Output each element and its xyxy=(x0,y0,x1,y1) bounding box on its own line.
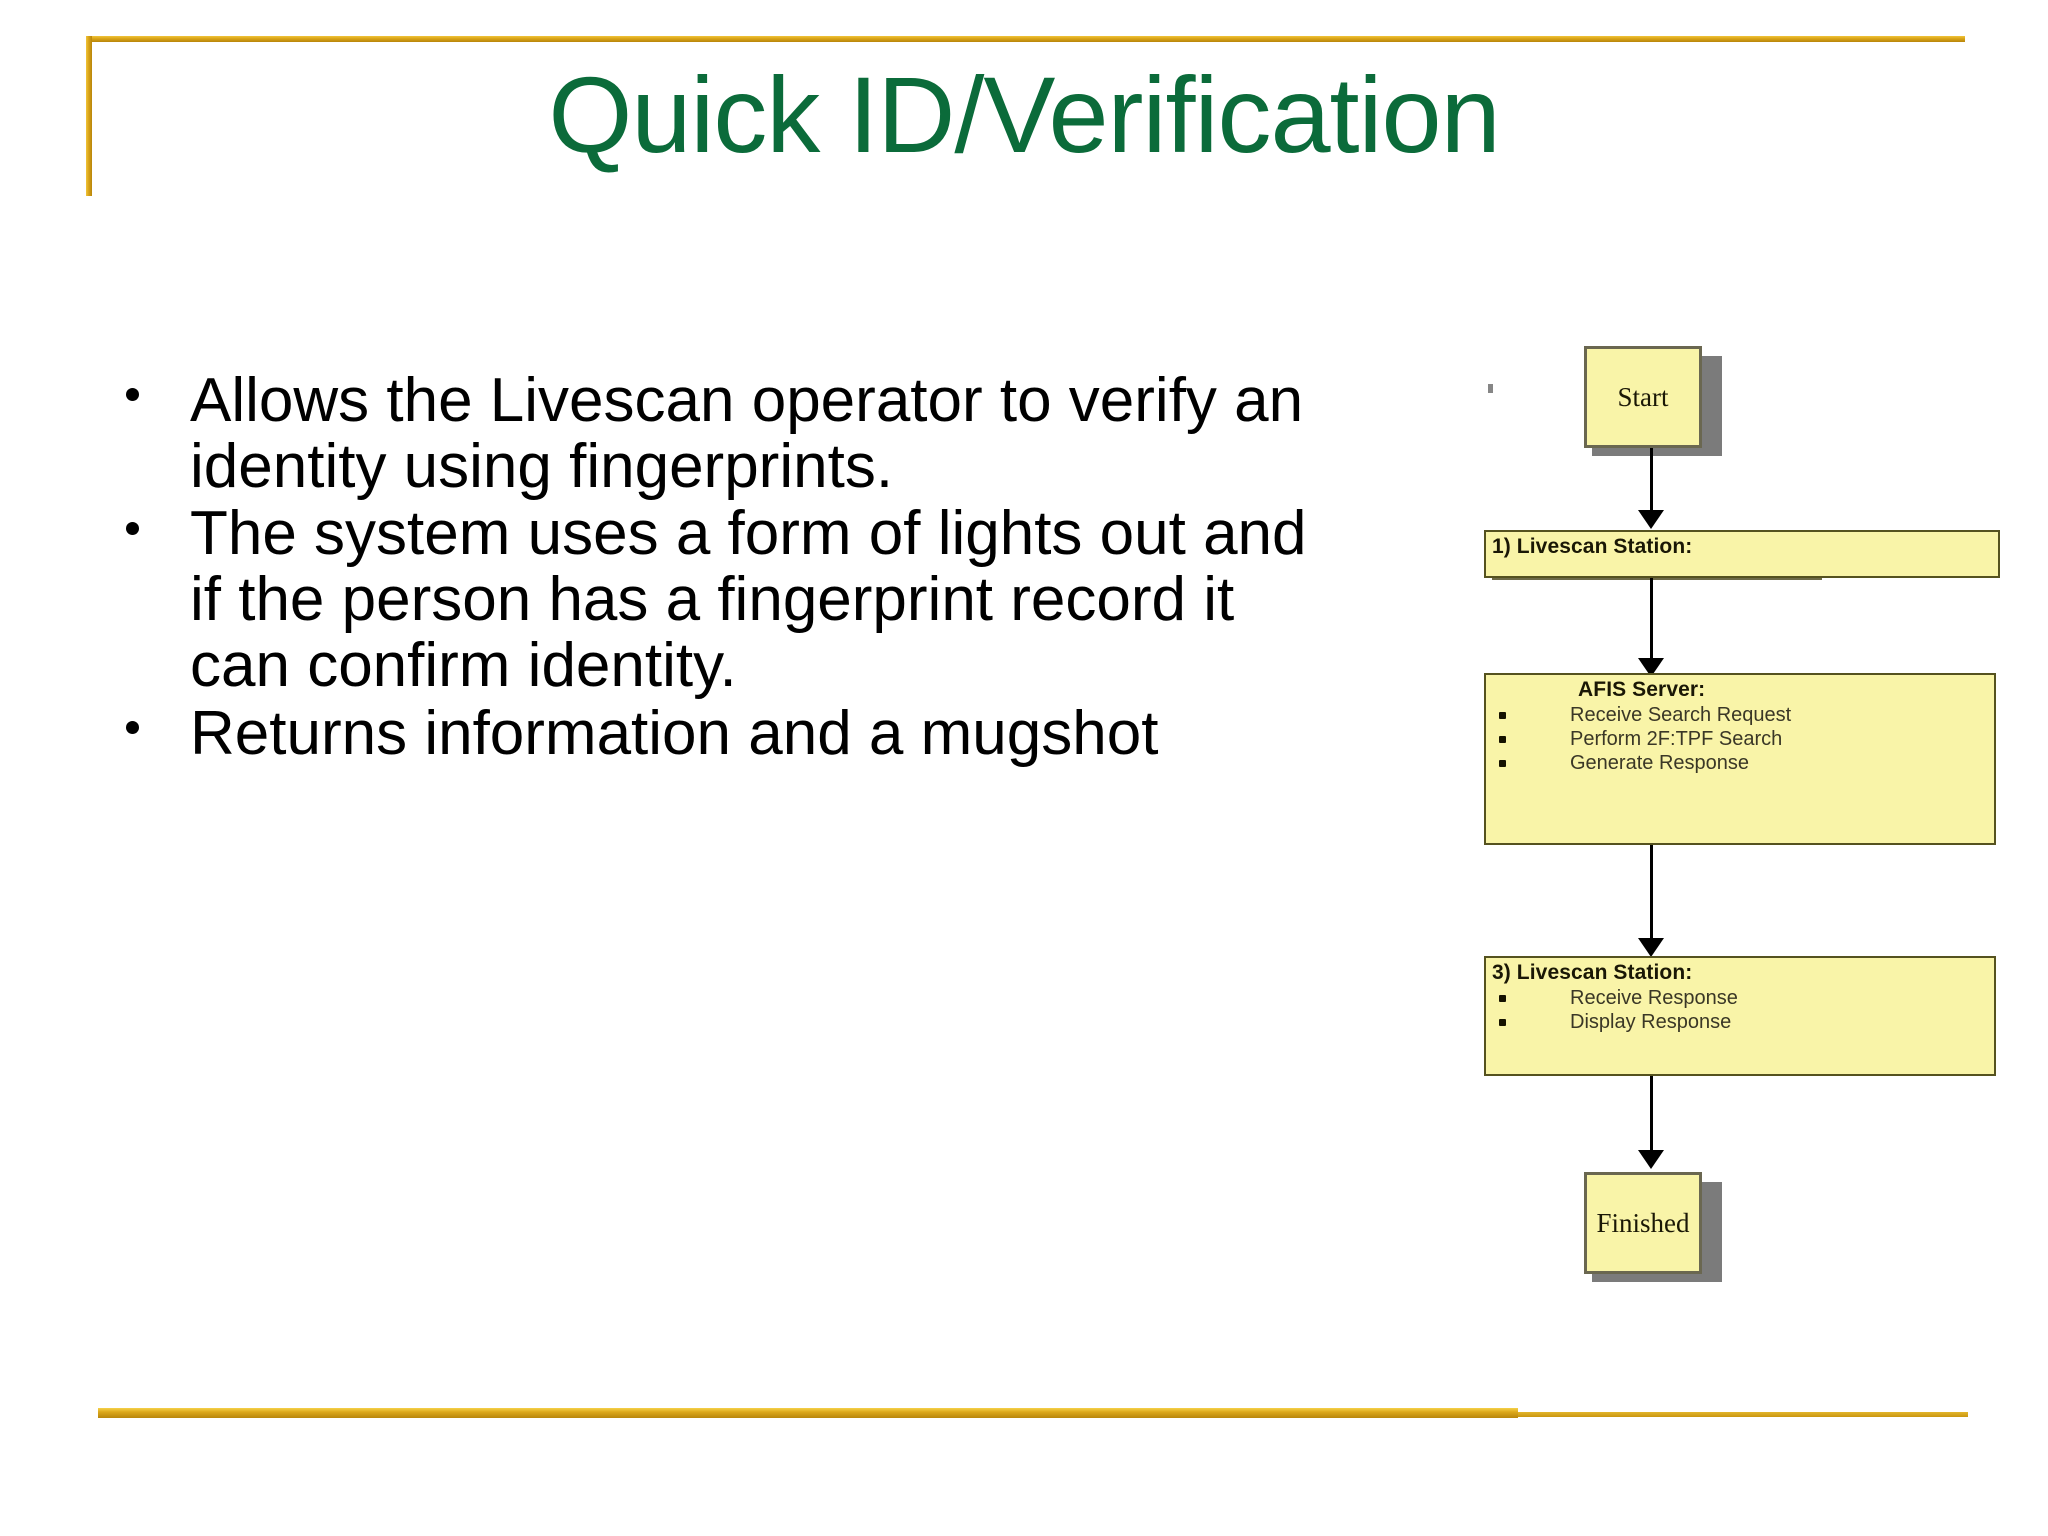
flow-node-livescan-1-title: 1) Livescan Station: xyxy=(1492,535,1693,558)
flow-node-start-label: Start xyxy=(1617,381,1669,412)
bullet-square-icon xyxy=(1499,759,1506,767)
flow-node-item: Perform 2F:TPF Search xyxy=(1486,727,1994,751)
bullet-dot-icon xyxy=(126,388,139,402)
bullet-dot-icon xyxy=(126,521,139,535)
list-item-text: Allows the Livescan operator to verify a… xyxy=(190,366,1304,501)
start-node-shadow-right xyxy=(1698,356,1722,454)
flow-node-livescan-3: 3) Livescan Station: Receive Response Di… xyxy=(1484,956,1996,1076)
flow-node-item-text: Receive Response xyxy=(1570,987,1738,1009)
bullet-square-icon xyxy=(1499,994,1506,1002)
page-title: Quick ID/Verification xyxy=(548,54,1500,175)
list-item: Allows the Livescan operator to verify a… xyxy=(118,368,1308,499)
flow-node-afis-server-title: AFIS Server: xyxy=(1578,678,1706,701)
flow-edge-livescan3-to-finished xyxy=(1650,1076,1653,1156)
flow-edge-livescan1-to-afis xyxy=(1650,578,1653,664)
flow-node-afis-server-items: Receive Search Request Perform 2F:TPF Se… xyxy=(1486,703,1994,775)
list-item-text: Returns information and a mugshot xyxy=(190,698,1159,768)
body-bullet-list: Allows the Livescan operator to verify a… xyxy=(118,368,1308,768)
flow-node-finished-label: Finished xyxy=(1596,1207,1690,1238)
flow-node-afis-server: AFIS Server: Receive Search Request Perf… xyxy=(1484,673,1996,845)
list-item: Returns information and a mugshot xyxy=(118,698,1308,768)
bullet-square-icon xyxy=(1499,735,1506,743)
frame-bottom-thin-rule xyxy=(1518,1412,1968,1417)
flow-node-item-text: Receive Search Request xyxy=(1570,704,1792,726)
flow-node-livescan-3-title: 3) Livescan Station: xyxy=(1492,961,1693,984)
flow-arrowhead-icon xyxy=(1638,510,1664,529)
list-item: The system uses a form of lights out and… xyxy=(118,501,1308,698)
flow-node-finished: Finished xyxy=(1584,1172,1702,1274)
flow-node-livescan-1: 1) Livescan Station: xyxy=(1484,530,2000,578)
flow-node-item-text: Display Response xyxy=(1570,1011,1732,1033)
frame-bottom-thick-rule xyxy=(98,1408,1518,1418)
scan-artifact-speck xyxy=(1488,384,1493,393)
list-item-text: The system uses a form of lights out and… xyxy=(190,499,1307,700)
flow-node-item: Display Response xyxy=(1486,1010,1994,1034)
flow-node-start: Start xyxy=(1584,346,1702,448)
flow-arrowhead-icon xyxy=(1638,938,1664,957)
flow-arrowhead-icon xyxy=(1638,1150,1664,1169)
bullet-square-icon xyxy=(1499,711,1506,719)
frame-top-rule xyxy=(86,36,1965,42)
flow-node-livescan-3-items: Receive Response Display Response xyxy=(1486,986,1994,1034)
flow-edge-afis-to-livescan3 xyxy=(1650,845,1653,945)
flow-node-item: Generate Response xyxy=(1486,751,1994,775)
flow-node-item-text: Generate Response xyxy=(1570,752,1750,774)
flowchart-diagram: Start 1) Livescan Station: AFIS Server: … xyxy=(1466,340,2026,1282)
bullet-dot-icon xyxy=(126,721,139,735)
finished-node-shadow-right xyxy=(1698,1182,1722,1280)
frame-left-rule xyxy=(86,36,92,196)
bullet-square-icon xyxy=(1499,1018,1506,1026)
flow-arrowhead-icon xyxy=(1638,658,1664,677)
flow-node-item: Receive Search Request xyxy=(1486,703,1994,727)
flow-edge-start-to-livescan1 xyxy=(1650,448,1653,514)
flow-node-item-text: Perform 2F:TPF Search xyxy=(1570,728,1783,750)
flow-node-item: Receive Response xyxy=(1486,986,1994,1010)
